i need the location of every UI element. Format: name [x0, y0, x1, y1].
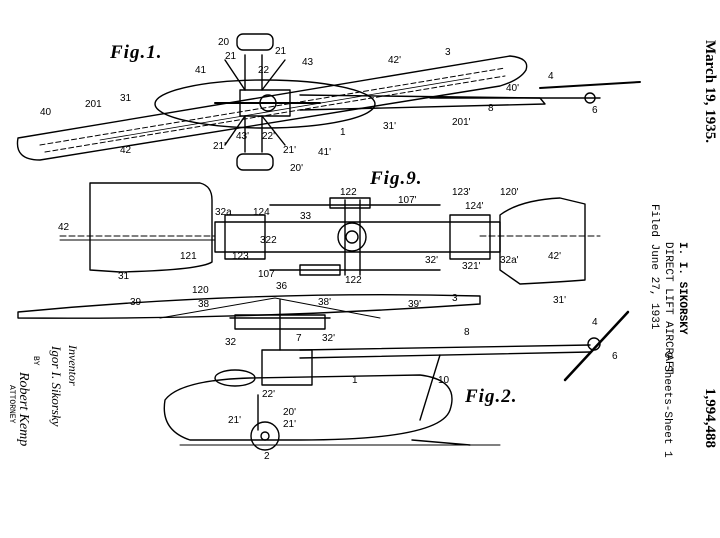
ref-numeral: 122 — [345, 276, 362, 286]
ref-numeral: 22' — [262, 390, 275, 400]
ref-numeral: 42' — [388, 56, 401, 66]
ref-numeral: 22' — [262, 132, 275, 142]
ref-numeral: 42 — [58, 223, 69, 233]
fig9-label: Fig.9. — [370, 168, 422, 190]
ref-numeral: 43' — [236, 132, 249, 142]
ref-numeral: 32a' — [500, 256, 519, 266]
ref-numeral: 121 — [180, 252, 197, 262]
ref-numeral: 8 — [464, 328, 470, 338]
ref-numeral: 120 — [192, 286, 209, 296]
ref-numeral: 40 — [40, 108, 51, 118]
ref-numeral: 4 — [548, 72, 554, 82]
ref-numeral: 8 — [488, 104, 494, 114]
attorney-signature: Robert Kemp — [15, 372, 31, 446]
ref-numeral: 21' — [283, 420, 296, 430]
ref-numeral: 123 — [232, 252, 249, 262]
ref-numeral: 122 — [340, 188, 357, 198]
ref-numeral: 20 — [218, 38, 229, 48]
ref-numeral: 6 — [612, 352, 618, 362]
ref-numeral: 32' — [425, 256, 438, 266]
ref-numeral: 10 — [438, 376, 449, 386]
ref-numeral: 43 — [302, 58, 313, 68]
ref-numeral: 36 — [276, 282, 287, 292]
ref-numeral: 322 — [260, 236, 277, 246]
patent-date: March 19, 1935. — [701, 40, 718, 143]
ref-numeral: 107 — [258, 270, 275, 280]
ref-numeral: 124' — [465, 202, 484, 212]
ref-numeral: 123' — [452, 188, 471, 198]
ref-numeral: 21 — [275, 47, 286, 57]
ref-numeral: 41' — [318, 148, 331, 158]
fig1-label: Fig.1. — [110, 42, 162, 64]
ref-numeral: 3 — [445, 48, 451, 58]
ref-numeral: 31' — [553, 296, 566, 306]
ref-numeral: 39 — [130, 298, 141, 308]
ref-numeral: 120' — [500, 188, 519, 198]
ref-numeral: 33 — [300, 212, 311, 222]
inventor-signature: Igor I. Sikorsky — [48, 346, 64, 427]
ref-numeral: 2 — [264, 452, 270, 462]
ref-numeral: 32 — [225, 338, 236, 348]
ref-numeral: 21' — [283, 146, 296, 156]
sheet-count: 9 Sheets-Sheet 1 — [661, 352, 673, 458]
by-label: BY — [31, 356, 40, 366]
ref-numeral: 1 — [352, 376, 358, 386]
ref-numeral: 42' — [548, 252, 561, 262]
ref-numeral: 39' — [408, 300, 421, 310]
filed-date: Filed June 27, 1931 — [648, 204, 660, 329]
ref-numeral: 42 — [120, 146, 131, 156]
ref-numeral: 32a — [215, 208, 232, 218]
ref-numeral: 31' — [383, 122, 396, 132]
ref-numeral: 4 — [592, 318, 598, 328]
ref-numeral: 31 — [120, 94, 131, 104]
ref-numeral: 32' — [322, 334, 335, 344]
inventor-name: I. I. SIKORSKY — [676, 242, 688, 334]
fig2-label: Fig.2. — [465, 386, 517, 408]
ref-numeral: 201 — [85, 100, 102, 110]
inventor-caption: Inventor — [65, 345, 80, 386]
ref-numeral: 1 — [340, 128, 346, 138]
ref-numeral: 31 — [118, 272, 129, 282]
ref-numeral: 21' — [228, 416, 241, 426]
ref-numeral: 22 — [258, 66, 269, 76]
ref-numeral: 21' — [213, 142, 226, 152]
ref-numeral: 38 — [198, 300, 209, 310]
ref-numeral: 6 — [592, 106, 598, 116]
ref-numeral: 3 — [452, 294, 458, 304]
ref-numeral: 107' — [398, 196, 417, 206]
ref-numeral: 40' — [506, 84, 519, 94]
ref-numeral: 7 — [296, 334, 302, 344]
fig9-hub-detail — [60, 183, 600, 284]
ref-numeral: 41 — [195, 66, 206, 76]
patent-number: 1,994,488 — [701, 388, 718, 448]
ref-numeral: 20' — [290, 164, 303, 174]
ref-numeral: 321' — [462, 262, 481, 272]
ref-numeral: 38' — [318, 298, 331, 308]
attorney-caption: ATTORNEY — [7, 385, 16, 423]
fig2-side-view — [18, 295, 628, 450]
ref-numeral: 20' — [283, 408, 296, 418]
ref-numeral: 21 — [225, 52, 236, 62]
ref-numeral: 201' — [452, 118, 471, 128]
ref-numeral: 124 — [253, 208, 270, 218]
